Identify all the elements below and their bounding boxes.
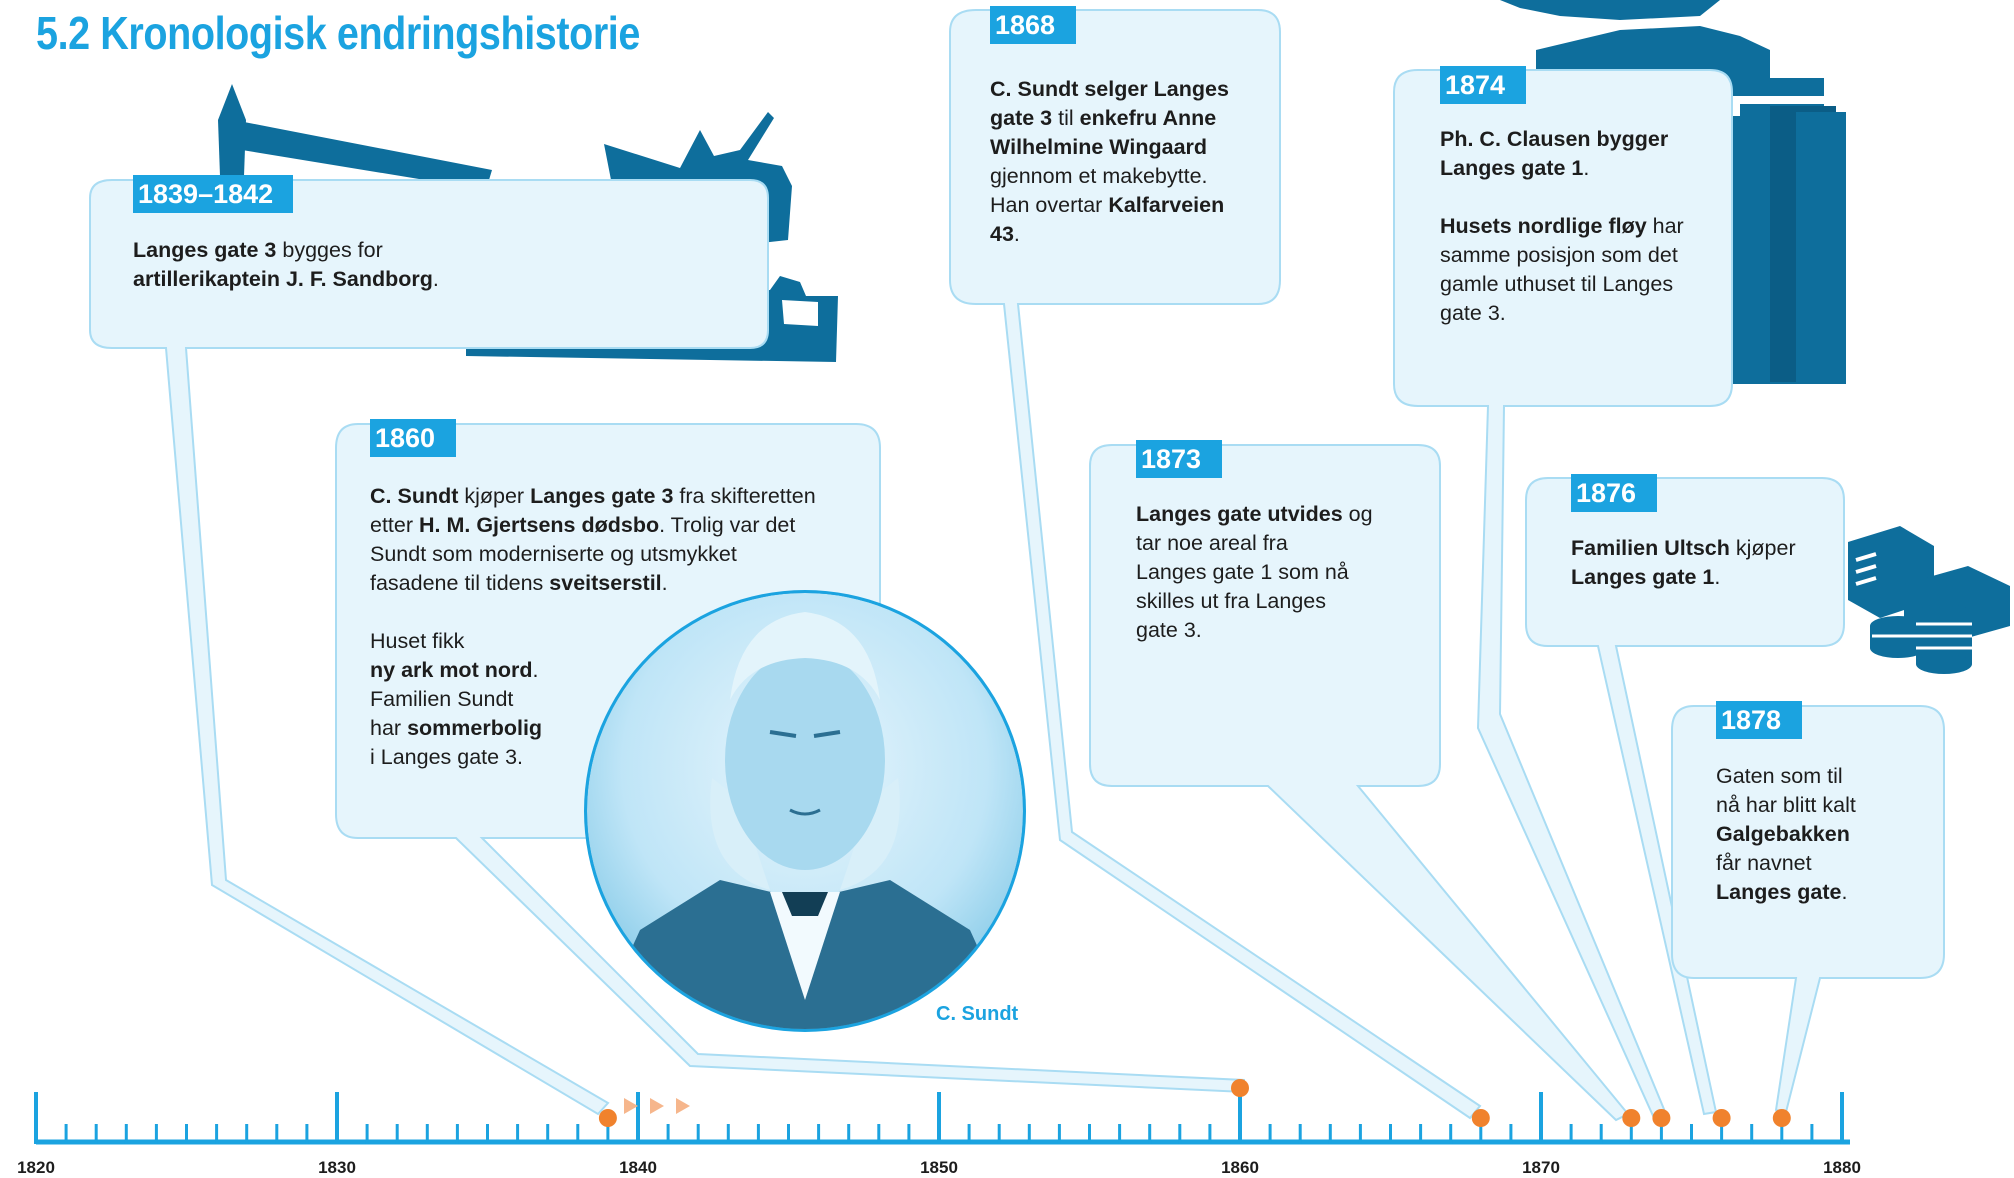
- axis-label: 1840: [619, 1158, 657, 1177]
- axis-label: 1820: [17, 1158, 55, 1177]
- event-marker-1878: [1772, 1109, 1791, 1127]
- money-stack-icon: [1848, 526, 2010, 674]
- year-label-1860: 1860: [370, 419, 456, 457]
- axis-label: 1870: [1522, 1158, 1560, 1177]
- event-marker-1873: [1622, 1109, 1641, 1127]
- hammer-icon: [218, 84, 492, 190]
- event-marker-1868: [1471, 1109, 1490, 1127]
- callout-1839-shape: [89, 179, 769, 1116]
- year-label-1878: 1878: [1716, 701, 1802, 739]
- year-label-1873: 1873: [1136, 440, 1222, 478]
- event-marker-1839: [598, 1109, 617, 1127]
- axis-label: 1880: [1823, 1158, 1861, 1177]
- timeline-axis: [34, 1079, 1850, 1145]
- portrait-image: [584, 590, 1026, 1032]
- event-text-1860: C. Sundt kjøper Langes gate 3 fra skifte…: [370, 484, 816, 769]
- callout-1868-shape: [949, 9, 1482, 1120]
- axis-label: 1860: [1221, 1158, 1259, 1177]
- portrait-caption: C. Sundt: [936, 1003, 1019, 1025]
- axis-label: 1850: [920, 1158, 958, 1177]
- event-marker-1860: [1231, 1079, 1249, 1097]
- event-marker-1876: [1712, 1109, 1731, 1127]
- axis-label: 1830: [318, 1158, 356, 1177]
- year-label-1876: 1876: [1571, 474, 1657, 512]
- year-label-1839: 1839–1842: [133, 175, 293, 213]
- page-title: 5.2 Kronologisk endringshistorie: [36, 7, 640, 59]
- event-marker-1874: [1652, 1109, 1671, 1127]
- year-label-1868: 1868: [990, 6, 1076, 44]
- arrow-marks: [624, 1098, 690, 1114]
- year-label-1874: 1874: [1440, 66, 1526, 104]
